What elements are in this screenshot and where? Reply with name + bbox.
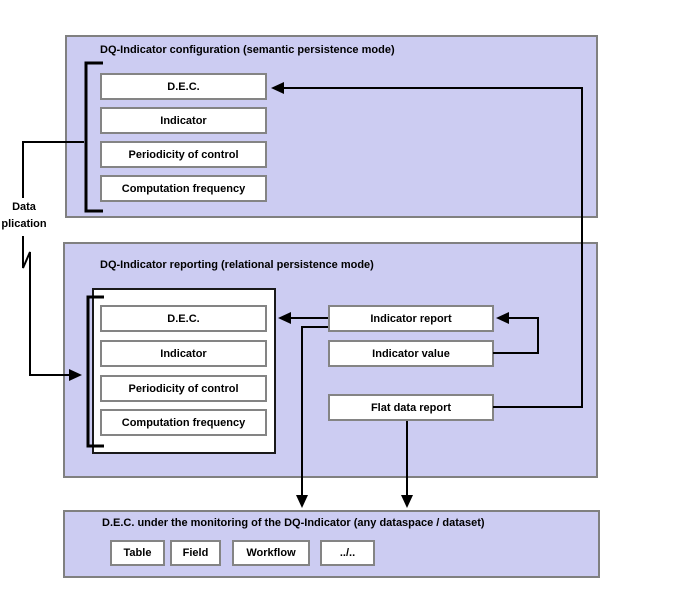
config-box-dec: D.E.C. (100, 73, 267, 100)
panel-title-configuration: DQ-Indicator configuration (semantic per… (100, 44, 395, 56)
monitored-box-field: Field (170, 540, 221, 566)
config-box-computation-frequency: Computation frequency (100, 175, 267, 202)
panel-title-reporting: DQ-Indicator reporting (relational persi… (100, 259, 374, 271)
config-box-indicator: Indicator (100, 107, 267, 134)
box-indicator-value: Indicator value (328, 340, 494, 367)
box-flat-data-report: Flat data report (328, 394, 494, 421)
config-box-periodicity-of-control: Periodicity of control (100, 141, 267, 168)
panel-title-monitored: D.E.C. under the monitoring of the DQ-In… (102, 517, 485, 529)
data-replication-label-line1: Data (12, 201, 36, 213)
reporting-box-dec: D.E.C. (100, 305, 267, 332)
monitored-box-etc: ../.. (320, 540, 375, 566)
data-replication-label-line2: plication (1, 218, 47, 230)
arrowhead-down-right-into-monitored (401, 495, 413, 508)
reporting-box-computation-frequency: Computation frequency (100, 409, 267, 436)
arrowhead-down-left-into-monitored (296, 495, 308, 508)
data-replication-label: Data plication (0, 199, 48, 233)
reporting-box-indicator: Indicator (100, 340, 267, 367)
reporting-box-periodicity-of-control: Periodicity of control (100, 375, 267, 402)
box-indicator-report: Indicator report (328, 305, 494, 332)
monitored-box-table: Table (110, 540, 165, 566)
monitored-box-workflow: Workflow (232, 540, 310, 566)
